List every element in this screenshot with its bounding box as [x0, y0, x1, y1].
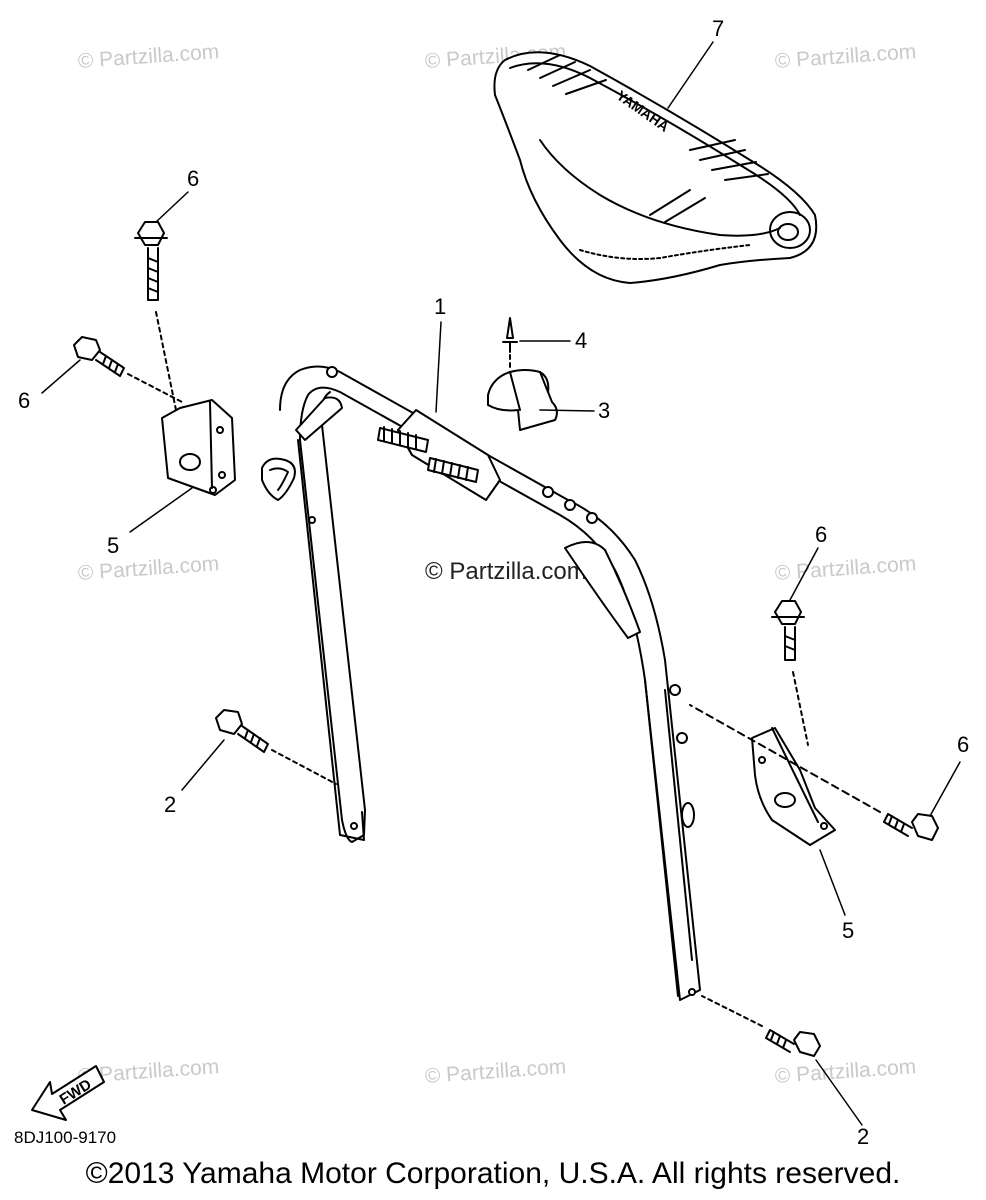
callout-4: 4	[575, 328, 588, 353]
bolt-part-6-top-right	[771, 600, 809, 746]
bolt-part-6-left	[73, 336, 183, 403]
callout-6-top-left: 6	[187, 166, 200, 191]
callout-2-left: 2	[164, 792, 177, 817]
center-watermark: © Partzilla.com	[425, 558, 587, 585]
callout-6-top-right: 6	[815, 522, 828, 547]
callout-2-right: 2	[857, 1124, 870, 1149]
callout-5-right: 5	[842, 918, 855, 943]
callout-1: 1	[434, 294, 447, 319]
bracket-part-5-right	[751, 727, 836, 846]
copyright-notice: ©2013 Yamaha Motor Corporation, U.S.A. A…	[85, 1157, 901, 1190]
callout-6-left: 6	[18, 388, 31, 413]
bolt-part-2-right	[701, 995, 821, 1057]
bracket-part-5-left	[161, 399, 296, 501]
callout-5-left: 5	[107, 533, 120, 558]
fwd-arrow-icon: FWD	[31, 1065, 105, 1121]
bolt-part-6-top-left	[134, 221, 177, 411]
callout-3: 3	[598, 398, 611, 423]
handlepole-part-1	[279, 365, 701, 1001]
rivet-part-4	[502, 317, 518, 369]
bolt-part-2-left	[215, 709, 337, 785]
bolt-part-6-right	[689, 704, 939, 841]
leader-lines	[41, 41, 961, 1126]
seat-part-7: YAMAHA	[493, 51, 818, 284]
callout-7: 7	[712, 16, 725, 41]
diagram-code: 8DJ100-9170	[14, 1128, 117, 1147]
callout-6-right: 6	[957, 732, 970, 757]
bracket-part-3	[487, 369, 558, 431]
